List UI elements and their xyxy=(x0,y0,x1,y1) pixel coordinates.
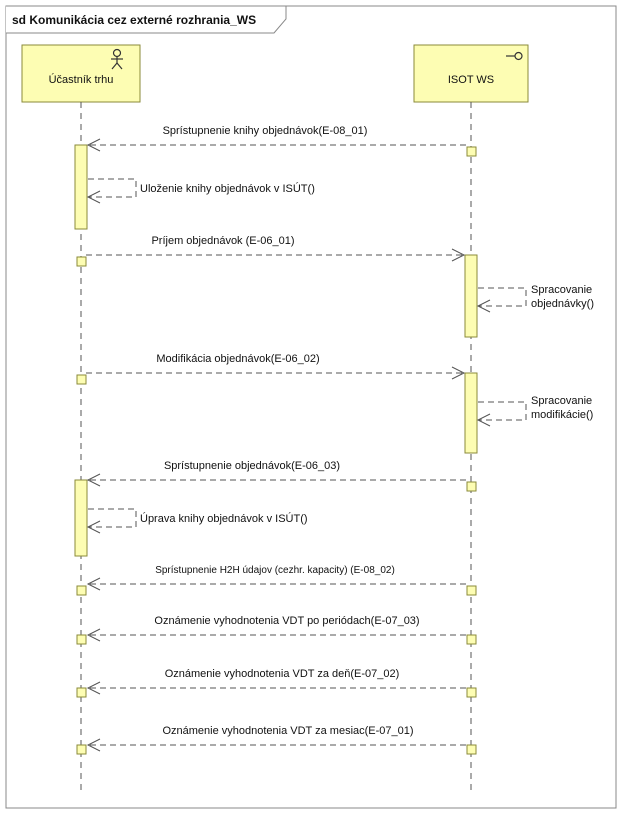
message-label: Sprístupnenie knihy objednávok(E-08_01) xyxy=(163,125,368,137)
frame-title-tab xyxy=(6,5,287,34)
activation-bar xyxy=(74,479,88,557)
frame-title: sd Komunikácia cez externé rozhrania_WS xyxy=(12,13,256,27)
self-message-line xyxy=(478,287,527,307)
execution-marker xyxy=(76,687,87,698)
activation-bar xyxy=(464,372,478,454)
interface-lollipop-icon xyxy=(506,51,523,61)
self-message-label: Úprava knihy objednávok v ISÚT() xyxy=(140,512,308,525)
execution-marker xyxy=(466,146,477,157)
message-label: Oznámenie vyhodnotenia VDT za deň(E-07_0… xyxy=(165,668,400,680)
diagram-frame xyxy=(5,5,617,809)
message-arrowhead xyxy=(86,473,101,487)
execution-marker xyxy=(466,744,477,755)
execution-marker xyxy=(76,634,87,645)
self-message-label: Uloženie knihy objednávok v ISÚT() xyxy=(140,182,315,195)
message-arrowhead xyxy=(86,520,101,534)
execution-marker xyxy=(466,634,477,645)
message-label: Sprístupnenie H2H údajov (cezhr. kapacit… xyxy=(155,565,395,576)
execution-marker xyxy=(466,585,477,596)
message-label: Sprístupnenie objednávok(E-06_03) xyxy=(164,460,340,472)
message-arrowhead xyxy=(476,299,491,313)
self-message-line xyxy=(478,401,527,421)
actor-icon xyxy=(111,48,123,70)
message-label: Oznámenie vyhodnotenia VDT po periódach(… xyxy=(154,615,419,627)
self-message-label: Spracovanie objednávky() xyxy=(531,284,595,310)
activation-bar xyxy=(464,254,478,338)
lifeline-label-isot: ISOT WS xyxy=(448,74,494,86)
activation-bar xyxy=(74,144,88,230)
execution-marker xyxy=(466,687,477,698)
lifeline-label-ucastnik: Účastník trhu xyxy=(49,73,114,86)
execution-marker xyxy=(76,585,87,596)
message-label: Oznámenie vyhodnotenia VDT za mesiac(E-0… xyxy=(162,725,413,737)
self-message-label: Spracovanie modifikácie() xyxy=(531,395,595,421)
message-label: Príjem objednávok (E-06_01) xyxy=(151,235,294,247)
message-arrowhead xyxy=(451,366,466,380)
message-arrowhead xyxy=(86,738,101,752)
message-arrowhead xyxy=(476,413,491,427)
message-arrowhead xyxy=(86,190,101,204)
message-arrowhead xyxy=(451,248,466,262)
message-arrowhead xyxy=(86,138,101,152)
self-message-line xyxy=(88,508,137,528)
execution-marker xyxy=(76,256,87,267)
message-arrowhead xyxy=(86,577,101,591)
message-label: Modifikácia objednávok(E-06_02) xyxy=(156,353,319,365)
self-message-line xyxy=(88,178,137,198)
lifeline-box-isot xyxy=(413,44,529,103)
message-arrowhead xyxy=(86,681,101,695)
execution-marker xyxy=(76,374,87,385)
message-arrowhead xyxy=(86,628,101,642)
execution-marker xyxy=(76,744,87,755)
execution-marker xyxy=(466,481,477,492)
